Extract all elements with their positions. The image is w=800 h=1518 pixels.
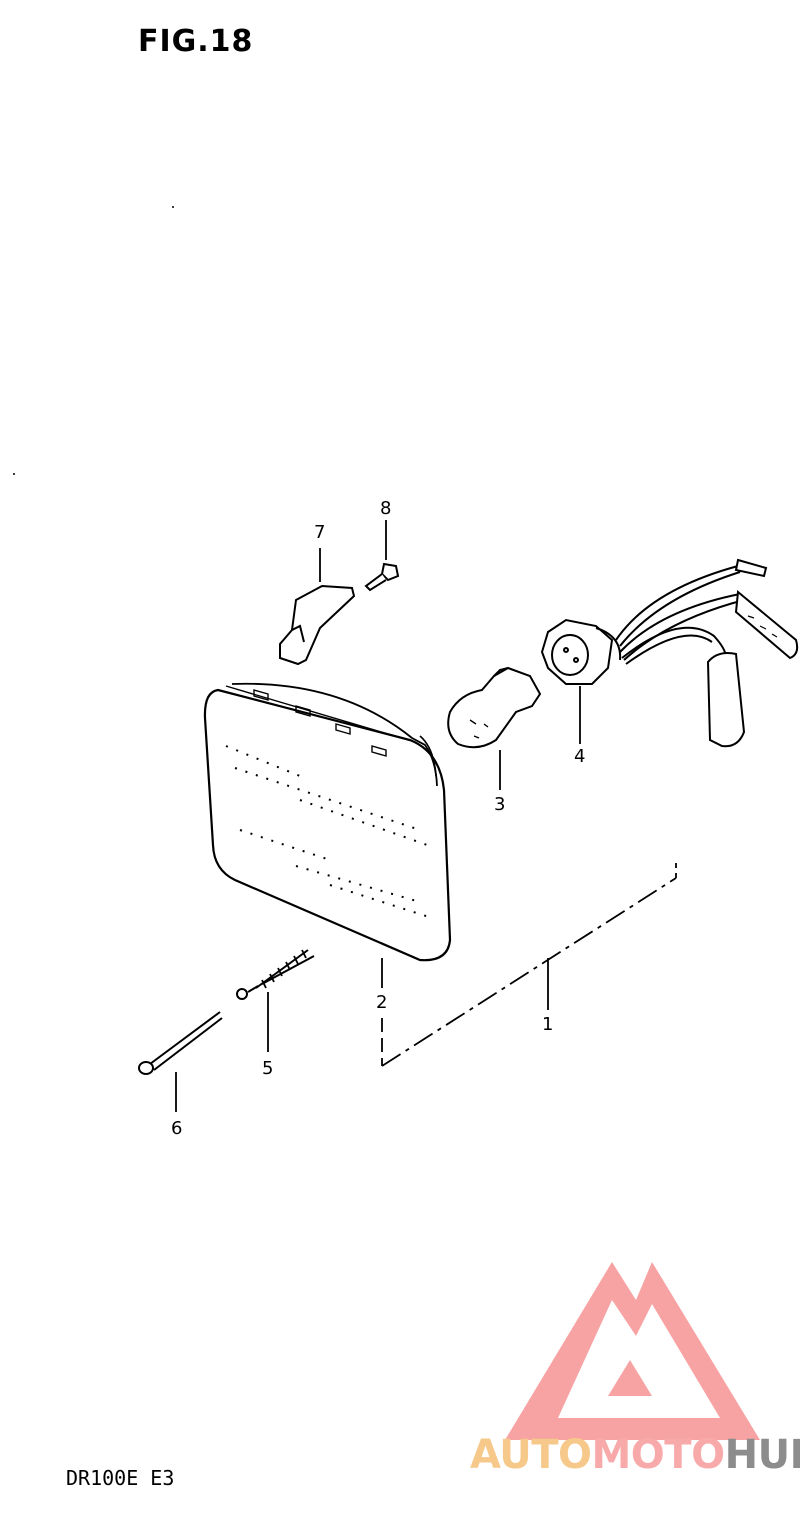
wire-harness-drawing: [615, 558, 799, 748]
callout-2: 2: [376, 992, 387, 1013]
stray-mark: [172, 206, 174, 208]
callout-6: 6: [171, 1118, 182, 1139]
figure-title: FIG.18: [138, 24, 254, 59]
model-code: DR100E E3: [66, 1466, 175, 1490]
leader-lines: [175, 520, 677, 1112]
bulb-socket-drawing: [540, 618, 622, 685]
headlight-lens-unit-drawing: [203, 682, 452, 962]
callout-8: 8: [380, 498, 391, 519]
bulb-drawing: [447, 666, 542, 749]
watermark-auto: AUTO: [470, 1432, 592, 1478]
callout-4: 4: [574, 746, 585, 767]
stray-mark: [13, 473, 15, 475]
watermark-text: AUTOMOTOHUB: [470, 1432, 800, 1478]
adjusting-spring-drawing: [236, 949, 315, 1000]
watermark-hub: HUB: [724, 1432, 800, 1478]
screw-drawing: [364, 562, 400, 592]
callout-1: 1: [542, 1014, 553, 1035]
callout-5: 5: [262, 1058, 273, 1079]
callout-3: 3: [494, 794, 505, 815]
watermark-moto: MOTO: [591, 1432, 726, 1478]
watermark-logo: [505, 1262, 760, 1440]
callout-7: 7: [314, 522, 325, 543]
adjusting-screw-drawing: [138, 1011, 223, 1075]
bracket-drawing: [279, 584, 356, 666]
